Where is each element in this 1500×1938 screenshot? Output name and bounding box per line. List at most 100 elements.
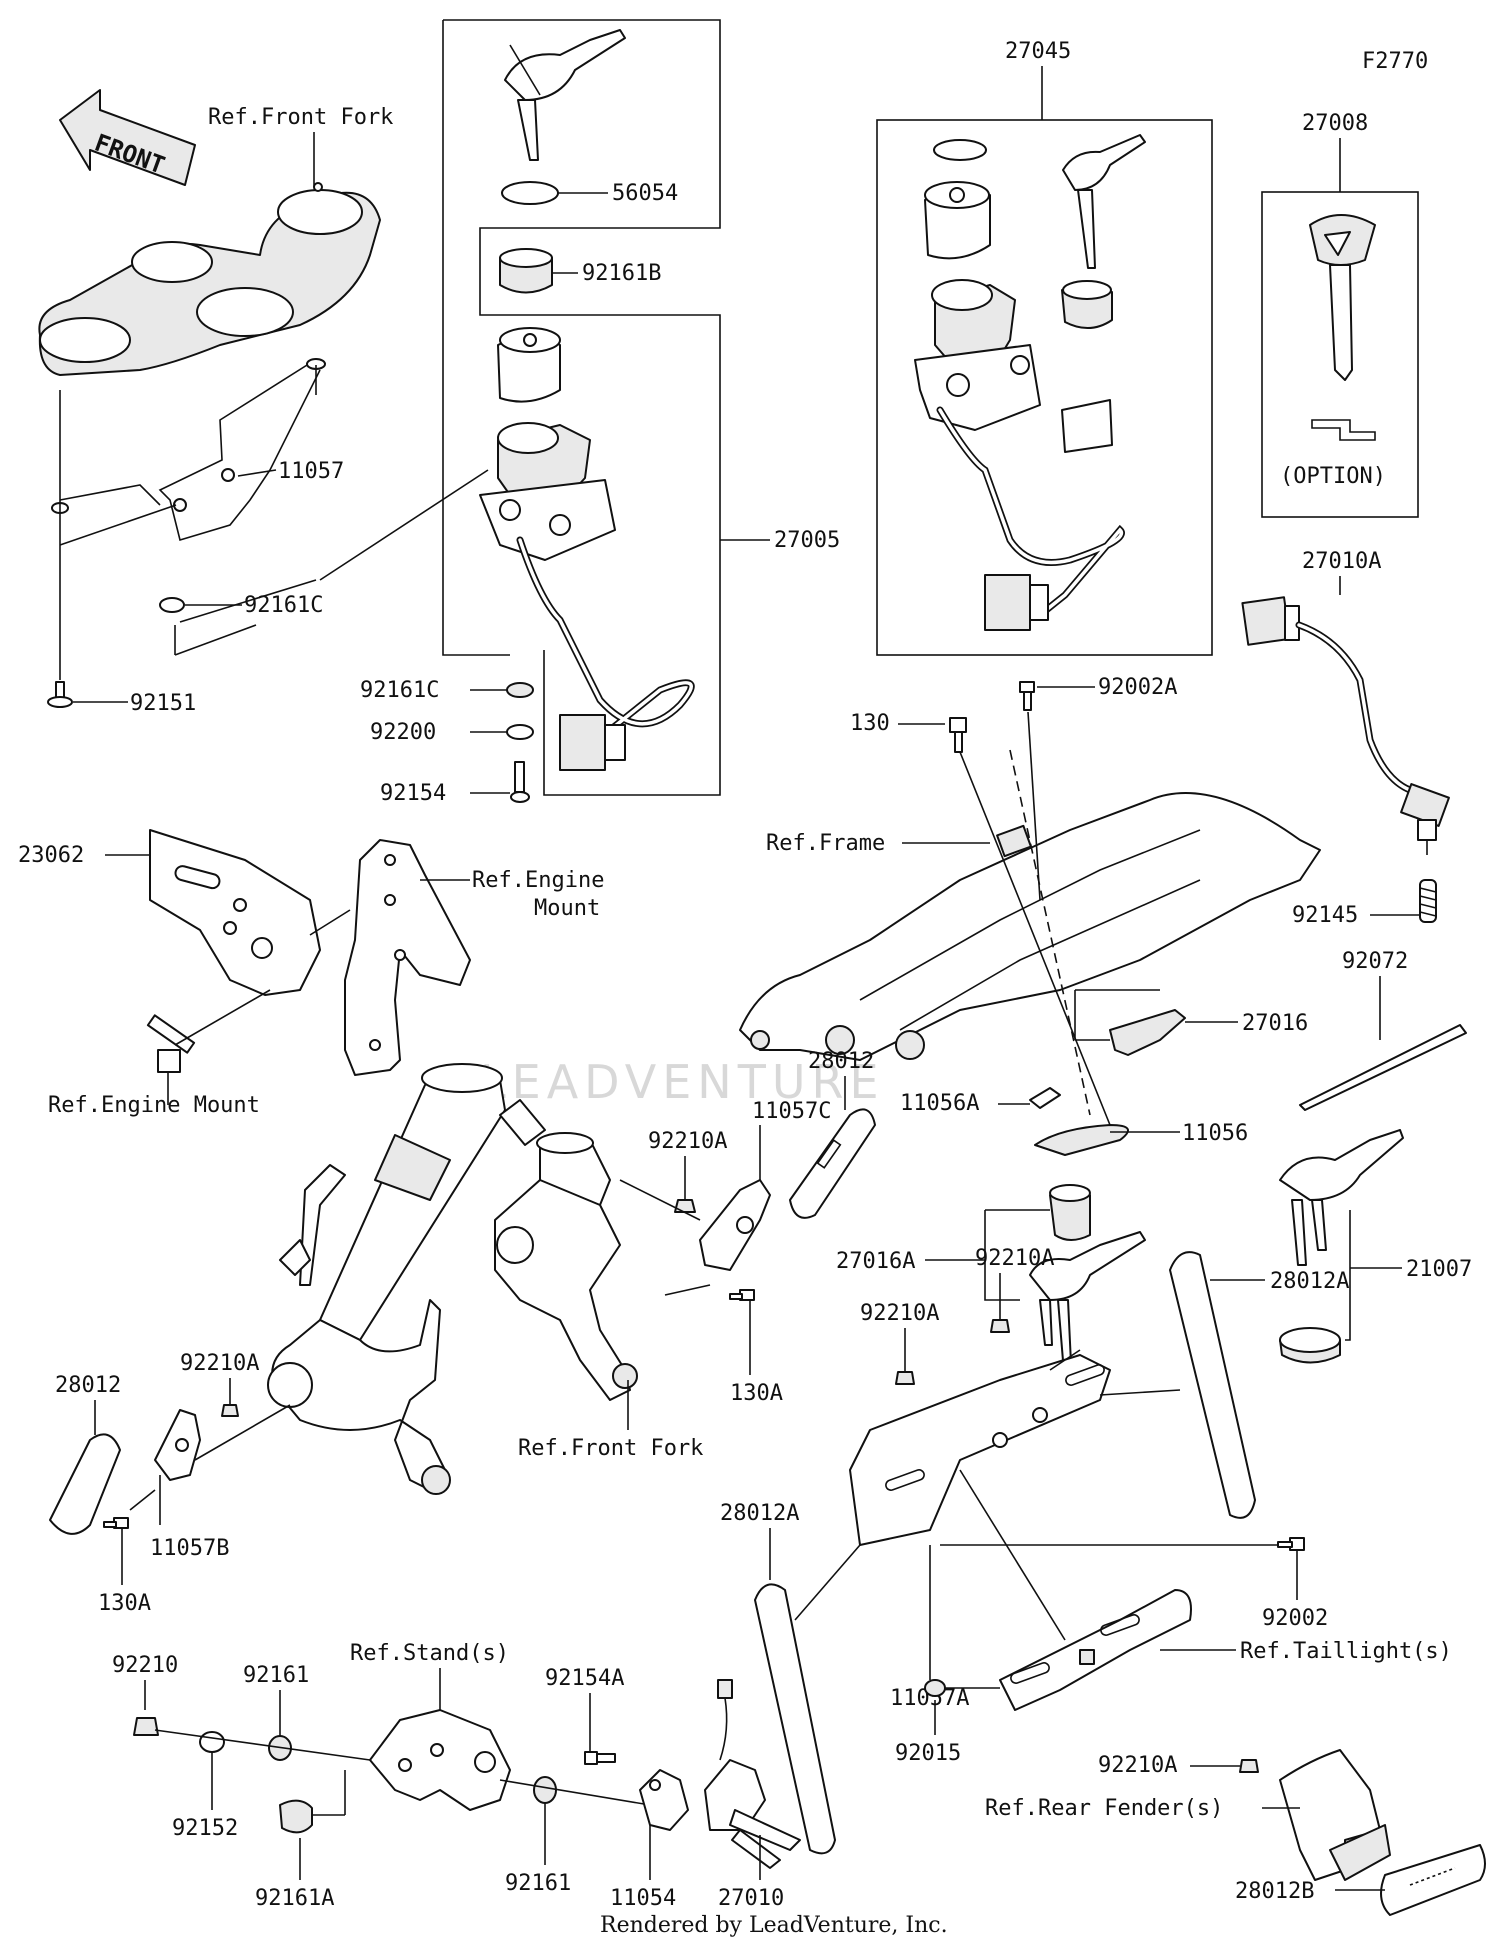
key-top-icon — [504, 29, 626, 161]
label-92015: 92015 — [895, 1741, 961, 1766]
washer-92161c-icon — [159, 597, 185, 613]
group-box-27045 — [876, 119, 1213, 656]
bolt-92002a-icon — [1019, 681, 1035, 711]
sensor-27010a — [1241, 596, 1450, 855]
bolt-92154-icon — [510, 761, 530, 803]
bolt-92002-icon — [1277, 1537, 1305, 1551]
label-27016a: 27016A — [836, 1249, 915, 1274]
label-92210a-d: 92210A — [860, 1301, 939, 1326]
reflector-28012-left-icon — [49, 1433, 121, 1535]
bracket-27016-icon — [1109, 1009, 1186, 1056]
label-92072: 92072 — [1342, 949, 1408, 974]
label-option: (OPTION) — [1280, 464, 1386, 489]
label-ref-taillight: Ref.Taillight(s) — [1240, 1639, 1452, 1664]
label-27005: 27005 — [774, 528, 840, 553]
nut-92210a-c-icon — [990, 1319, 1010, 1333]
bracket-23062 — [149, 829, 321, 996]
label-28012a-left: 28012A — [720, 1501, 799, 1526]
reflector-28012-top-icon — [789, 1108, 876, 1219]
label-27008: 27008 — [1302, 111, 1368, 136]
bracket-11057c-icon — [699, 1179, 771, 1271]
label-92161-a: 92161 — [243, 1663, 309, 1688]
label-ref-stand: Ref.Stand(s) — [350, 1641, 509, 1666]
bolt-92151-icon — [47, 681, 73, 708]
label-28012b: 28012B — [1235, 1879, 1314, 1904]
cable-tie-92072-icon — [1299, 1024, 1467, 1111]
label-28012-left: 28012 — [55, 1373, 121, 1398]
label-92161c-b: 92161C — [360, 678, 439, 703]
label-23062: 23062 — [18, 843, 84, 868]
label-92002: 92002 — [1262, 1606, 1328, 1631]
label-ref-engine-mount-1: Ref.Engine — [472, 868, 604, 893]
nut-92210a-a-icon — [674, 1199, 696, 1213]
reflector-28012a-left-icon — [754, 1583, 836, 1855]
washer-56054-icon — [501, 181, 559, 205]
bolt-92154a-icon — [584, 1751, 616, 1765]
group-box-27008-option — [1261, 191, 1419, 518]
label-92161a: 92161A — [255, 1886, 334, 1911]
label-11057: 11057 — [278, 459, 344, 484]
label-130a-b: 130A — [98, 1591, 151, 1616]
front-fork-reference — [267, 1063, 638, 1495]
spring-92145-icon — [1419, 879, 1437, 923]
label-27045: 27045 — [1005, 39, 1071, 64]
cap-92161a-icon — [279, 1799, 313, 1834]
footer-credit: Rendered by LeadVenture, Inc. — [600, 1913, 948, 1938]
label-92151: 92151 — [130, 691, 196, 716]
label-92154a: 92154A — [545, 1666, 624, 1691]
nut-92210a-d-icon — [895, 1371, 915, 1385]
label-11054: 11054 — [610, 1886, 676, 1911]
label-ref-engine-mount-bottom: Ref.Engine Mount — [48, 1093, 260, 1118]
watermark-text: LEADVENTURE — [480, 1055, 885, 1109]
front-arrow-icon: FRONT — [59, 89, 196, 186]
nut-92210-icon — [133, 1717, 159, 1736]
ignition-switch-27045 — [914, 134, 1146, 631]
label-ref-front-fork-top: Ref.Front Fork — [208, 105, 393, 130]
label-28012a-right: 28012A — [1270, 1269, 1349, 1294]
label-92210a-a: 92210A — [648, 1129, 727, 1154]
lock-27016a-icon — [1029, 1184, 1146, 1386]
keyset-21007-icon — [1279, 1129, 1404, 1364]
figure-code: F2770 — [1362, 49, 1428, 74]
label-92161c-a: 92161C — [244, 593, 323, 618]
stand-reference — [369, 1709, 511, 1811]
rear-fender-reference — [1279, 1749, 1391, 1881]
bolt-130-icon — [949, 717, 967, 753]
bracket-11057a — [849, 1354, 1111, 1546]
washer-92161c-b-icon — [506, 682, 534, 698]
label-28012-top: 28012 — [808, 1049, 874, 1074]
reflector-28012a-right-icon — [1169, 1251, 1256, 1519]
label-92210: 92210 — [112, 1653, 178, 1678]
ignition-switch-27005 — [479, 327, 695, 771]
upper-triple-clamp — [38, 182, 381, 376]
bolt-130a-b-icon — [103, 1517, 129, 1529]
label-130a-a: 130A — [730, 1381, 783, 1406]
label-ref-front-fork-bottom: Ref.Front Fork — [518, 1436, 703, 1461]
label-92210a-b: 92210A — [180, 1351, 259, 1376]
washer-92200-icon — [506, 724, 534, 740]
label-92161b: 92161B — [582, 261, 661, 286]
label-56054: 56054 — [612, 181, 678, 206]
plate-11056-icon — [1034, 1124, 1129, 1156]
washer-92152-icon — [199, 1731, 225, 1753]
spring-11056a-icon — [1029, 1087, 1061, 1109]
reflector-28012b-icon — [1380, 1844, 1486, 1916]
key-27008-option-icon — [1309, 214, 1376, 441]
bolt-130a-a-icon — [729, 1289, 755, 1301]
cap-92161b-icon — [499, 248, 553, 294]
washer-92015-icon — [924, 1679, 946, 1697]
label-92161-b: 92161 — [505, 1871, 571, 1896]
label-92210a-e: 92210A — [1098, 1753, 1177, 1778]
bolt-ref-engine-mount-icon — [146, 1014, 196, 1073]
stand-switch-27010 — [704, 1679, 801, 1869]
label-21007: 21007 — [1406, 1257, 1472, 1282]
label-11057c: 11057C — [752, 1099, 831, 1124]
label-27016: 27016 — [1242, 1011, 1308, 1036]
washer-92161-b-icon — [533, 1776, 557, 1804]
label-ref-engine-mount-2: Mount — [534, 896, 600, 921]
label-92200: 92200 — [370, 720, 436, 745]
label-92154: 92154 — [380, 781, 446, 806]
label-11057b: 11057B — [150, 1536, 229, 1561]
